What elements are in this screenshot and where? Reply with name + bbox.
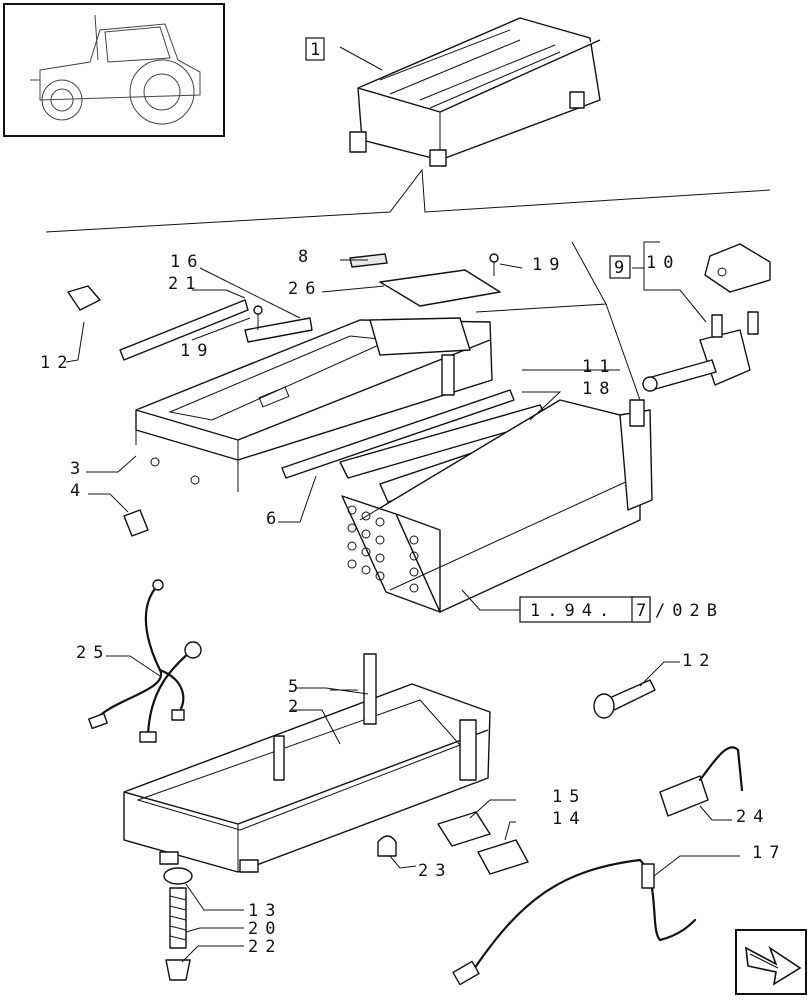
water-valve-assembly (642, 243, 771, 392)
next-page-arrow-icon (745, 945, 802, 986)
seal-plate (244, 317, 313, 343)
callout-1: 1 (310, 40, 327, 60)
housing-cover (135, 317, 493, 492)
callout-19-right: 19 (532, 255, 566, 275)
callout-23: 23 (418, 861, 452, 881)
callout-2: 2 (288, 697, 305, 717)
callout-16: 16 (170, 252, 204, 272)
callout-5: 5 (288, 677, 305, 697)
callout-21: 21 (168, 274, 202, 294)
ref-number: 1.94. (530, 601, 616, 621)
zoom-divider (45, 168, 771, 233)
callout-15: 15 (552, 787, 586, 807)
callout-13: 13 (248, 901, 282, 921)
callout-26: 26 (288, 279, 322, 299)
callout-22: 22 (248, 937, 282, 957)
callout-box-1 (305, 37, 325, 61)
tractor-icon (30, 14, 201, 125)
callout-24: 24 (736, 807, 770, 827)
label-sticker (349, 253, 388, 268)
callout-4: 4 (70, 481, 87, 501)
cover-plate (379, 269, 501, 307)
tractor-thumbnail (3, 3, 225, 137)
plate-part-lower (477, 839, 529, 875)
plate-part (437, 811, 491, 847)
callout-12-top: 12 (40, 353, 74, 373)
callouts: 1 16 21 19 8 26 19 9 10 12 11 18 3 4 6 1… (40, 37, 786, 957)
damper-stack (163, 867, 193, 981)
callout-6: 6 (266, 509, 283, 529)
bulb-part (377, 835, 397, 857)
seal-strip (281, 389, 515, 479)
bolt-part (593, 679, 656, 719)
callout-box-9 (609, 255, 631, 279)
callout-18: 18 (582, 379, 616, 399)
sensor-cable (452, 858, 697, 986)
callout-12-bottom: 12 (682, 651, 716, 671)
ref-number-suffix: /02B (655, 601, 724, 621)
wiring-harness (88, 579, 202, 743)
callout-11: 11 (582, 357, 616, 377)
heater-unit-overview (339, 17, 601, 167)
callout-10: 10 (646, 253, 680, 273)
heater-core (341, 399, 653, 613)
ref-box-digit (631, 596, 651, 623)
next-page-button[interactable] (735, 929, 807, 995)
callout-19-left: 19 (180, 341, 214, 361)
clip-part (67, 285, 101, 311)
callout-20: 20 (248, 919, 282, 939)
screw-icon (253, 253, 499, 330)
callout-17: 17 (752, 843, 786, 863)
lower-tray (123, 653, 491, 873)
sensor-part (659, 746, 744, 817)
callout-25: 25 (76, 643, 110, 663)
leader-lines (65, 241, 740, 963)
gasket-strip (119, 299, 249, 361)
callout-3: 3 (70, 459, 87, 479)
callout-9: 9 (614, 258, 631, 278)
callout-8: 8 (298, 247, 315, 267)
clip-part-small (123, 509, 149, 537)
ref-number-boxed: 7 (636, 601, 653, 621)
callout-14: 14 (552, 809, 586, 829)
